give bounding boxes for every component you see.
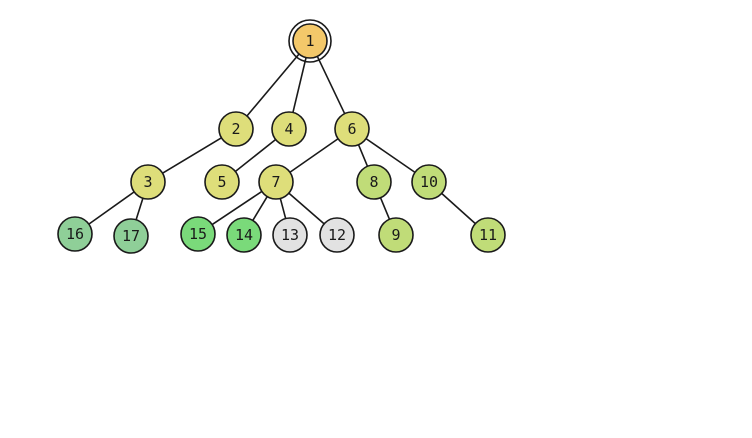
edge-7-15 — [211, 190, 263, 226]
node-circle — [356, 164, 392, 200]
node-circle — [411, 164, 447, 200]
edge-2-3 — [162, 137, 222, 174]
node-circle — [292, 23, 328, 59]
node-label: 6 — [347, 120, 356, 138]
node-circle — [57, 216, 93, 252]
node-10: 10 — [411, 164, 447, 200]
node-label: 17 — [122, 227, 140, 245]
node-label: 14 — [235, 226, 253, 244]
edge-6-8 — [357, 144, 369, 167]
edge-3-17 — [135, 197, 144, 221]
node-circle — [113, 218, 149, 254]
node-circle — [180, 216, 216, 252]
node-circle — [130, 164, 166, 200]
edge-1-6 — [316, 55, 346, 115]
node-label: 4 — [284, 120, 293, 138]
node-label: 2 — [231, 120, 240, 138]
node-label: 9 — [391, 226, 400, 244]
edge-6-7 — [289, 138, 339, 173]
node-circle — [218, 111, 254, 147]
edge-1-4 — [292, 57, 307, 113]
node-11: 11 — [470, 217, 506, 253]
node-7: 7 — [258, 164, 294, 200]
edge-7-14 — [252, 196, 268, 221]
node-circle — [272, 217, 308, 253]
node-12: 12 — [319, 217, 355, 253]
node-6: 6 — [334, 111, 370, 147]
node-16: 16 — [57, 216, 93, 252]
node-label: 8 — [369, 173, 378, 191]
node-8: 8 — [356, 164, 392, 200]
node-label: 7 — [271, 173, 280, 191]
node-14: 14 — [226, 217, 262, 253]
node-circle — [226, 217, 262, 253]
edge-3-16 — [88, 191, 135, 225]
node-label: 1 — [305, 32, 314, 50]
node-5: 5 — [204, 164, 240, 200]
edge-8-9 — [379, 197, 391, 220]
node-1: 1 — [288, 19, 332, 63]
node-label: 15 — [189, 225, 207, 243]
node-circle — [319, 217, 355, 253]
edge-6-10 — [365, 137, 416, 174]
node-label: 12 — [328, 226, 346, 244]
node-13: 13 — [272, 217, 308, 253]
node-2: 2 — [218, 111, 254, 147]
edge-7-12 — [288, 192, 325, 225]
node-label: 16 — [66, 225, 84, 243]
edge-7-13 — [279, 198, 287, 219]
node-label: 10 — [420, 173, 438, 191]
edge-4-5 — [234, 138, 277, 173]
edge-1-2 — [246, 53, 300, 117]
edge-10-11 — [441, 192, 476, 225]
node-label: 5 — [217, 173, 226, 191]
edges-group — [88, 53, 476, 226]
node-4: 4 — [271, 111, 307, 147]
node-9: 9 — [378, 217, 414, 253]
node-circle — [470, 217, 506, 253]
node-15: 15 — [180, 216, 216, 252]
node-circle — [258, 164, 294, 200]
root-ring — [288, 19, 332, 63]
node-3: 3 — [130, 164, 166, 200]
node-circle — [204, 164, 240, 200]
node-circle — [271, 111, 307, 147]
node-label: 13 — [281, 226, 299, 244]
node-label: 3 — [143, 173, 152, 191]
node-label: 11 — [479, 226, 497, 244]
node-17: 17 — [113, 218, 149, 254]
node-circle — [378, 217, 414, 253]
node-circle — [334, 111, 370, 147]
